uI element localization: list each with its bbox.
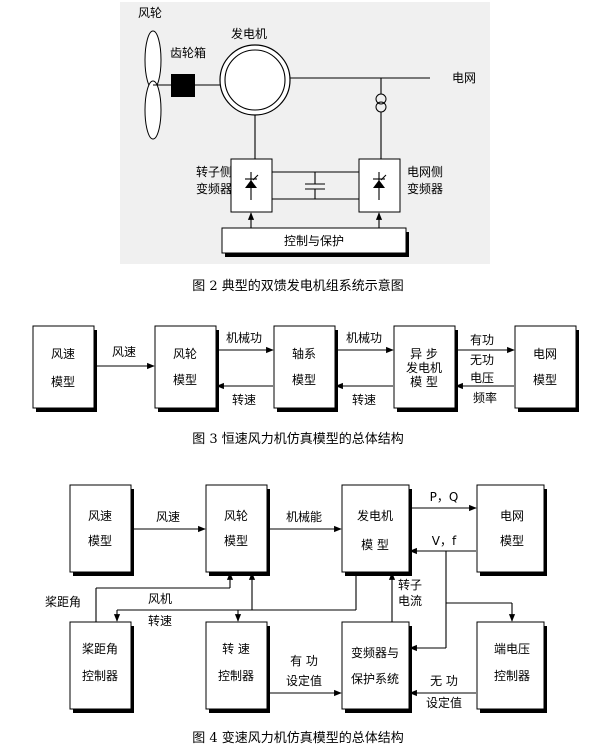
f3-shaft-text-2: 模型 [292,373,316,387]
f4-grid-text-1: 电网 [500,509,524,523]
grid-converter-label-1: 电网侧 [407,165,443,179]
control-protection-label: 控制与保护 [284,234,344,248]
f4-wind-speed-model [69,484,132,573]
f4-converter-protection [341,621,410,710]
f4-gen-model [341,484,410,573]
f4-gen-text-2: 模 型 [361,538,389,552]
f4-pitch-text-1: 桨距角 [82,642,118,656]
figure-4: 风速 模型 风轮 模型 发电机 模 型 电网 模型 桨距角 控制器 转 速 控制… [45,484,547,746]
f4-rotor-current-2: 电流 [398,594,422,608]
f3-rotor-text-1: 风轮 [173,347,197,361]
f4-term-v-text-1: 端电压 [494,642,530,656]
rotor-converter-label-1: 转子侧 [196,164,232,179]
grid-converter-label-2: 变频器 [407,181,443,196]
control-protection-block [221,227,407,254]
f4-reactive-set-1: 无 功 [430,674,458,688]
f4-turbine-speed-1: 风机 [148,592,172,606]
f4-wind-speed-signal: 风速 [156,510,180,524]
grid-label: 电网 [452,71,476,85]
f3-wind-speed-text-1: 风速 [51,347,75,361]
f4-rotor-model [205,484,268,573]
f4-speed-ctrl-text-1: 转 速 [222,641,250,656]
generator-inner [224,49,286,111]
f4-term-v-text-2: 控制器 [494,669,530,683]
f4-reactive-set-2: 设定值 [426,695,462,710]
f3-gen-text-2: 发电机 [406,360,442,375]
f3-wind-speed-model [32,325,95,409]
f4-pq-signal: P，Q [430,490,459,504]
figure-2-caption: 图 2 典型的双馈发电机组系统示意图 [192,278,404,294]
gearbox-label: 齿轮箱 [170,45,206,60]
f4-speed-controller [205,621,268,710]
f3-frequency-signal: 频率 [473,390,497,405]
f4-rotor-current-1: 转子 [398,577,422,592]
f3-speed-1: 转速 [232,392,256,407]
figure-3: 风速 模型 风轮 模型 轴系 模型 异 步 发电机 模 型 电网 模型 风速 机… [32,325,579,447]
f4-mech-energy-signal: 机械能 [286,509,322,524]
gearbox-block [171,74,195,97]
f4-pitch-controller [69,621,132,710]
rotor-blade-upper [144,30,162,90]
f4-grid-model [476,484,545,573]
f3-wind-speed-signal: 风速 [112,345,136,359]
f3-mech-power-2: 机械功 [346,330,382,345]
grid-thyristor-icon [373,172,387,200]
f4-speed-ctrl-text-2: 控制器 [218,669,254,683]
f3-async-gen-model [393,325,456,409]
f4-pitch-text-2: 控制器 [82,669,118,683]
f4-vf-signal: V，f [432,534,457,548]
rotor-thyristor-icon [245,172,259,200]
transformer-coil-1 [375,93,387,105]
f4-active-set-1: 有 功 [290,654,318,668]
f3-rotor-model [154,325,217,409]
f4-terminal-voltage-controller [476,621,545,710]
generator-label: 发电机 [231,26,267,41]
rotor-converter-label-2: 变频器 [196,181,232,196]
f4-wind-speed-text-1: 风速 [88,509,112,523]
f4-pitch-angle-signal: 桨距角 [45,595,81,609]
f4-gen-text-1: 发电机 [357,508,393,523]
f4-turbine-speed-2: 转速 [148,613,172,628]
f4-wind-speed-text-2: 模型 [88,534,112,548]
f3-wind-speed-text-2: 模型 [51,375,75,389]
f3-voltage-signal: 电压 [470,371,494,385]
f3-reactive-signal: 无功 [470,353,494,367]
f4-rotor-text-2: 模型 [224,534,248,548]
f3-rotor-text-2: 模型 [173,373,197,387]
f3-grid-text-2: 模型 [533,373,557,387]
f4-active-set-2: 设定值 [286,673,322,688]
f4-rotor-text-1: 风轮 [224,509,248,523]
wind-rotor-label: 风轮 [138,6,162,20]
f3-active-signal: 有功 [470,333,494,347]
f4-converter-text-2: 保护系统 [351,672,399,686]
figure-2: 风轮 齿轮箱 发电机 电网 [120,2,490,294]
f3-shaft-model [273,325,336,409]
f4-grid-text-2: 模型 [500,534,524,548]
figure-4-caption: 图 4 变速风力机仿真模型的总体结构 [192,730,404,746]
f3-grid-model [514,325,577,409]
fig2-background [120,2,490,264]
f3-speed-2: 转速 [352,392,376,407]
f3-gen-text-3: 模 型 [410,375,438,389]
f4-converter-text-1: 变频器与 [351,645,399,660]
f3-grid-text-1: 电网 [533,347,557,361]
f3-gen-text-1: 异 步 [410,347,438,361]
f3-shaft-text-1: 轴系 [292,346,316,361]
f3-mech-power-1: 机械功 [226,330,262,345]
figure-3-caption: 图 3 恒速风力机仿真模型的总体结构 [192,431,404,447]
rotor-blade-lower [144,80,162,140]
